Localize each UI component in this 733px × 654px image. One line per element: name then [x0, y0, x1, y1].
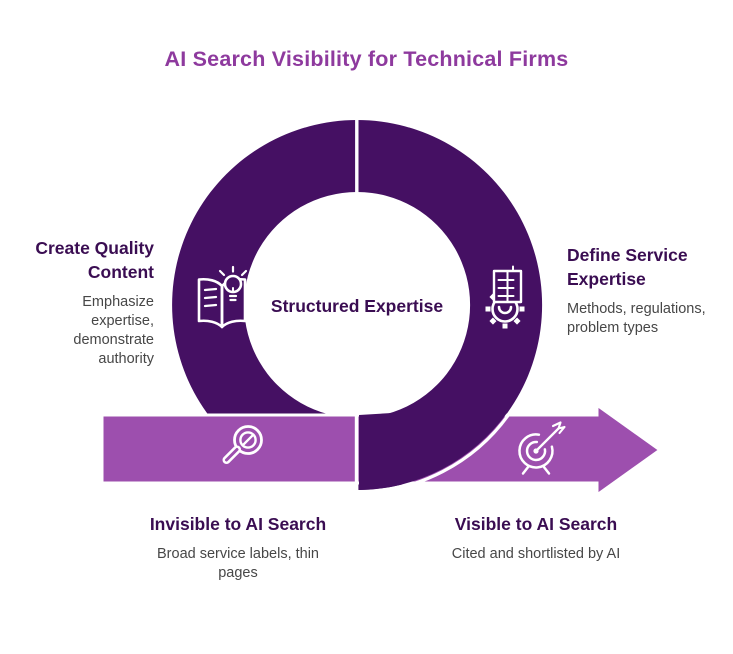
node-create-quality-content: Create Quality Content Emphasize experti… [8, 236, 154, 369]
node-invisible-to-ai-search: Invisible to AI Search Broad service lab… [148, 512, 328, 583]
node-heading: Visible to AI Search [454, 514, 618, 534]
ring-swoosh [359, 413, 507, 490]
node-visible-to-ai-search: Visible to AI Search Cited and shortlist… [451, 512, 621, 564]
page-title: AI Search Visibility for Technical Firms [164, 47, 569, 71]
node-heading: Create Quality Content [35, 238, 154, 282]
node-description: Broad service labels, thin pages [157, 546, 319, 581]
expertise-ring [172, 120, 543, 490]
node-heading: Define Service Expertise [567, 245, 688, 289]
gear-document-icon [485, 265, 525, 329]
ring-center-label: Structured Expertise [270, 296, 444, 316]
node-description: Emphasize expertise, demonstrate authori… [73, 294, 154, 367]
node-description: Cited and shortlisted by AI [451, 546, 621, 562]
node-description: Methods, regulations, problem types [567, 301, 706, 336]
magnifier-slash-icon [222, 425, 263, 464]
background-patch [94, 484, 357, 499]
target-dart-icon [518, 421, 566, 475]
open-book-lightbulb-icon [197, 265, 248, 329]
node-define-service-expertise: Define Service Expertise Methods, regula… [567, 243, 725, 338]
swoosh-gap-arc [354, 411, 512, 495]
node-heading: Invisible to AI Search [149, 514, 327, 534]
